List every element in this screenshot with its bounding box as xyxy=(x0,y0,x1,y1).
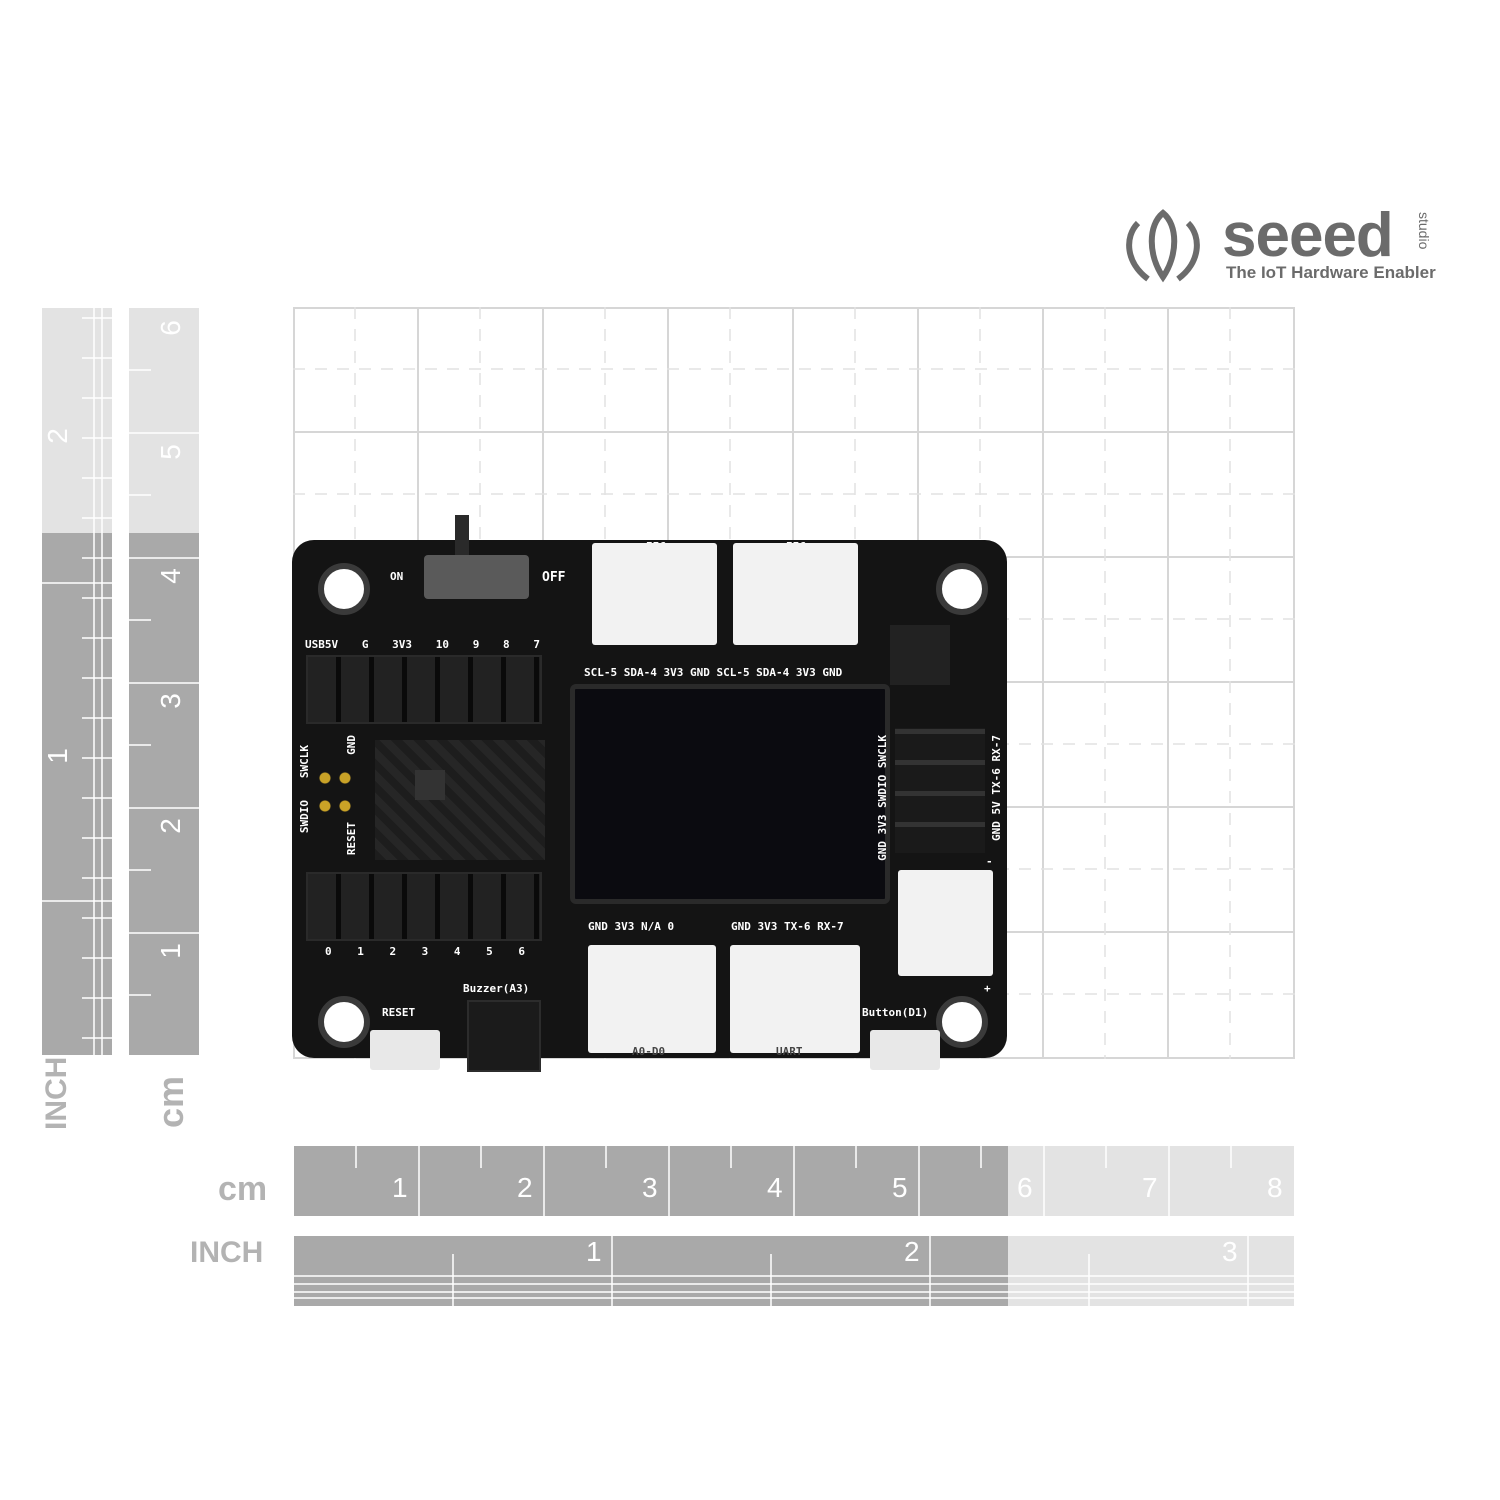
chip xyxy=(890,625,950,685)
pin-label: 4 xyxy=(453,945,461,958)
v-inch-tick: 2 xyxy=(41,428,73,444)
h-cm-tick: 8 xyxy=(1267,1172,1283,1203)
swd-label: SWDIO xyxy=(298,800,311,834)
a0-d0-label: A0-D0 xyxy=(632,1045,666,1058)
pin-label: TX-6 xyxy=(990,768,1003,795)
bottom-pins-right: GND 3V3 TX-6 RX-7 xyxy=(731,920,844,933)
v-inch-label: INCH xyxy=(40,1056,73,1130)
top-pin-header xyxy=(306,655,542,724)
pin-label: 3V3 xyxy=(392,638,413,651)
swd-label: GND xyxy=(345,735,358,755)
a0-d0-connector[interactable] xyxy=(588,945,716,1053)
swd-pads xyxy=(315,768,355,818)
pin-label: RX-7 xyxy=(990,735,1003,762)
pin-label: 3V3 xyxy=(876,814,889,835)
v-inch-tick: 1 xyxy=(41,748,73,764)
brand-name: seeed xyxy=(1222,201,1394,270)
right-pin-labels: GND 3V3 SWDIO SWCLK xyxy=(876,735,889,861)
reset-label: RESET xyxy=(382,1006,416,1019)
pin-label: 5 xyxy=(486,945,493,958)
chip xyxy=(415,770,445,800)
v-cm-tick: 5 xyxy=(154,444,186,460)
h-inch-tick: 1 xyxy=(586,1236,602,1267)
v-cm-tick: 3 xyxy=(154,693,186,709)
iic-pins-label: SCL-5 SDA-4 3V3 GND SCL-5 SDA-4 3V3 GND xyxy=(584,666,843,679)
right-pin-labels-2: GND 5V TX-6 RX-7 xyxy=(990,735,1003,841)
buzzer xyxy=(467,1000,541,1072)
pin-label: 5V xyxy=(990,801,1003,815)
reset-button[interactable] xyxy=(370,1030,440,1070)
h-cm-tick: 7 xyxy=(1142,1172,1158,1203)
seeed-leaf-icon xyxy=(1126,209,1200,283)
h-cm-tick: 4 xyxy=(767,1172,783,1203)
pin-label: GND xyxy=(990,821,1003,841)
battery-connector[interactable] xyxy=(898,870,993,976)
h-cm-tick: 6 xyxy=(1017,1172,1033,1203)
pin-label: 7 xyxy=(533,638,540,651)
button-label: Button(D1) xyxy=(862,1006,929,1019)
bottom-pins-left: GND 3V3 N/A 0 xyxy=(588,920,675,933)
h-cm-tick: 5 xyxy=(892,1172,908,1203)
mounting-hole xyxy=(318,996,370,1048)
h-cm-tick: 2 xyxy=(517,1172,533,1203)
minus-label: - xyxy=(986,855,993,868)
power-switch[interactable] xyxy=(424,555,529,599)
v-cm-tick: 2 xyxy=(154,818,186,834)
component-area xyxy=(375,740,545,860)
pin-label: 2 xyxy=(389,945,397,958)
pin-label: USB5V xyxy=(305,638,339,651)
pin-label: SWDIO xyxy=(876,774,889,808)
brand-tagline: The IoT Hardware Enabler xyxy=(1226,263,1436,282)
mounting-hole xyxy=(318,563,370,615)
oled-display xyxy=(570,684,890,904)
right-pin-header xyxy=(895,728,985,853)
pin-label: G xyxy=(361,638,369,651)
switch-on-label: ON xyxy=(390,570,404,583)
plus-label: + xyxy=(984,982,991,995)
iic-connector-1[interactable] xyxy=(592,543,717,645)
pin-label: 3 xyxy=(421,945,429,958)
pin-label: GND xyxy=(876,841,889,861)
v-cm-label: cm xyxy=(150,1075,191,1128)
swd-label: SWCLK xyxy=(298,745,311,779)
pin-label: 0 xyxy=(325,945,332,958)
switch-off-label: OFF xyxy=(542,570,566,585)
uart-connector[interactable] xyxy=(730,945,860,1053)
pin-label: 8 xyxy=(503,638,510,651)
mounting-hole xyxy=(936,563,988,615)
bottom-pin-header xyxy=(306,872,542,941)
v-cm-tick: 4 xyxy=(154,568,186,584)
h-inch-label: INCH xyxy=(190,1236,264,1269)
v-cm-tick: 6 xyxy=(154,320,186,336)
h-cm-tick: 1 xyxy=(392,1172,408,1203)
brand-sub: studio xyxy=(1416,212,1432,250)
top-header-labels: USB5V G 3V3 10 9 8 7 xyxy=(305,638,540,651)
pin-label: 9 xyxy=(472,638,480,651)
h-inch-tick: 3 xyxy=(1222,1236,1238,1267)
iic-connector-2[interactable] xyxy=(733,543,858,645)
buzzer-label: Buzzer(A3) xyxy=(463,982,530,995)
pin-label: 10 xyxy=(435,638,449,651)
mounting-hole xyxy=(936,996,988,1048)
uart-label: UART xyxy=(776,1045,803,1058)
bottom-header-labels: 0 1 2 3 4 5 6 xyxy=(325,945,525,958)
swd-label: RESET xyxy=(345,822,358,856)
user-button[interactable] xyxy=(870,1030,940,1070)
h-cm-label: cm xyxy=(218,1170,268,1208)
pin-label: 6 xyxy=(518,945,525,958)
h-inch-tick: 2 xyxy=(904,1236,920,1267)
h-cm-tick: 3 xyxy=(642,1172,658,1203)
pin-label: SWCLK xyxy=(876,735,889,769)
v-cm-tick: 1 xyxy=(154,943,186,959)
pin-label: 1 xyxy=(357,945,364,958)
